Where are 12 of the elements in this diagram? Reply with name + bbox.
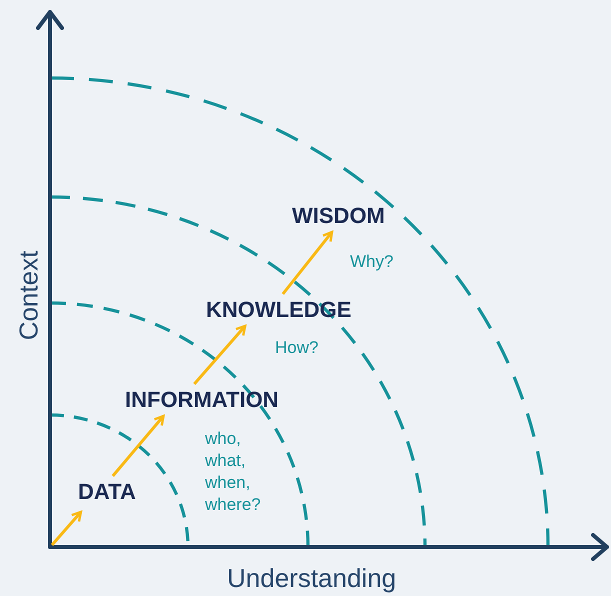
- stage-label: INFORMATION: [125, 388, 279, 412]
- arrow: [193, 324, 246, 385]
- axis-label: Context: [13, 250, 44, 340]
- stage-label: WISDOM: [292, 204, 385, 228]
- arrow: [282, 230, 334, 295]
- question-text: who, what, when, where?: [205, 428, 262, 516]
- stage-label: DATA: [78, 480, 136, 504]
- axis-label: Understanding: [227, 563, 396, 594]
- arrow: [50, 510, 82, 546]
- question-text: Why?: [350, 251, 394, 273]
- question-text: How?: [275, 337, 320, 359]
- arrow: [112, 414, 165, 477]
